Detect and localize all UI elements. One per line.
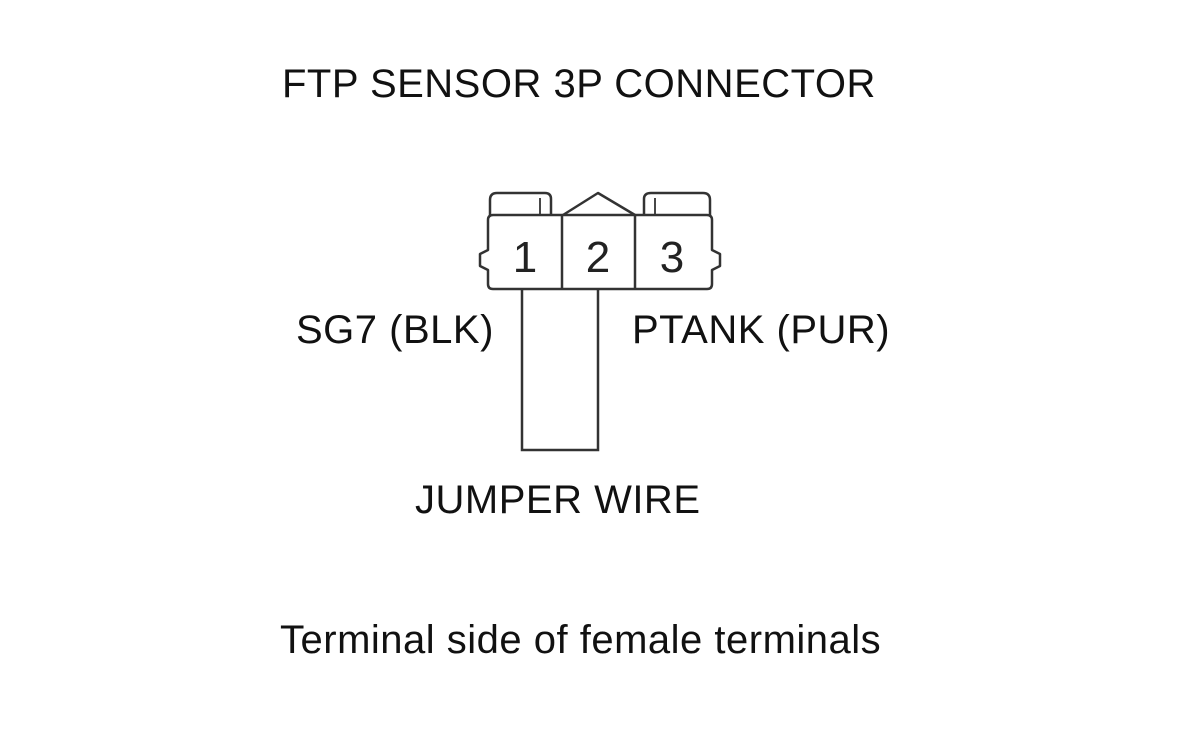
ptank-wire-label: PTANK (PUR): [632, 308, 891, 352]
center-key: [562, 191, 636, 217]
pin-number-1: 1: [513, 233, 537, 282]
jumper-wire: [520, 289, 600, 452]
pin-number-3: 3: [660, 233, 684, 282]
right-tab: [642, 191, 712, 215]
pin-number-2: 2: [586, 233, 610, 282]
diagram-title: FTP SENSOR 3P CONNECTOR: [282, 62, 876, 106]
connector-body: [478, 213, 722, 291]
pin-numbers: 1 2 3: [513, 233, 684, 282]
sg7-wire-label: SG7 (BLK): [296, 308, 494, 352]
connector-housing: [478, 191, 722, 291]
left-tab: [488, 191, 553, 215]
jumper-wire-label: JUMPER WIRE: [415, 478, 701, 522]
diagram-caption: Terminal side of female terminals: [280, 618, 882, 662]
